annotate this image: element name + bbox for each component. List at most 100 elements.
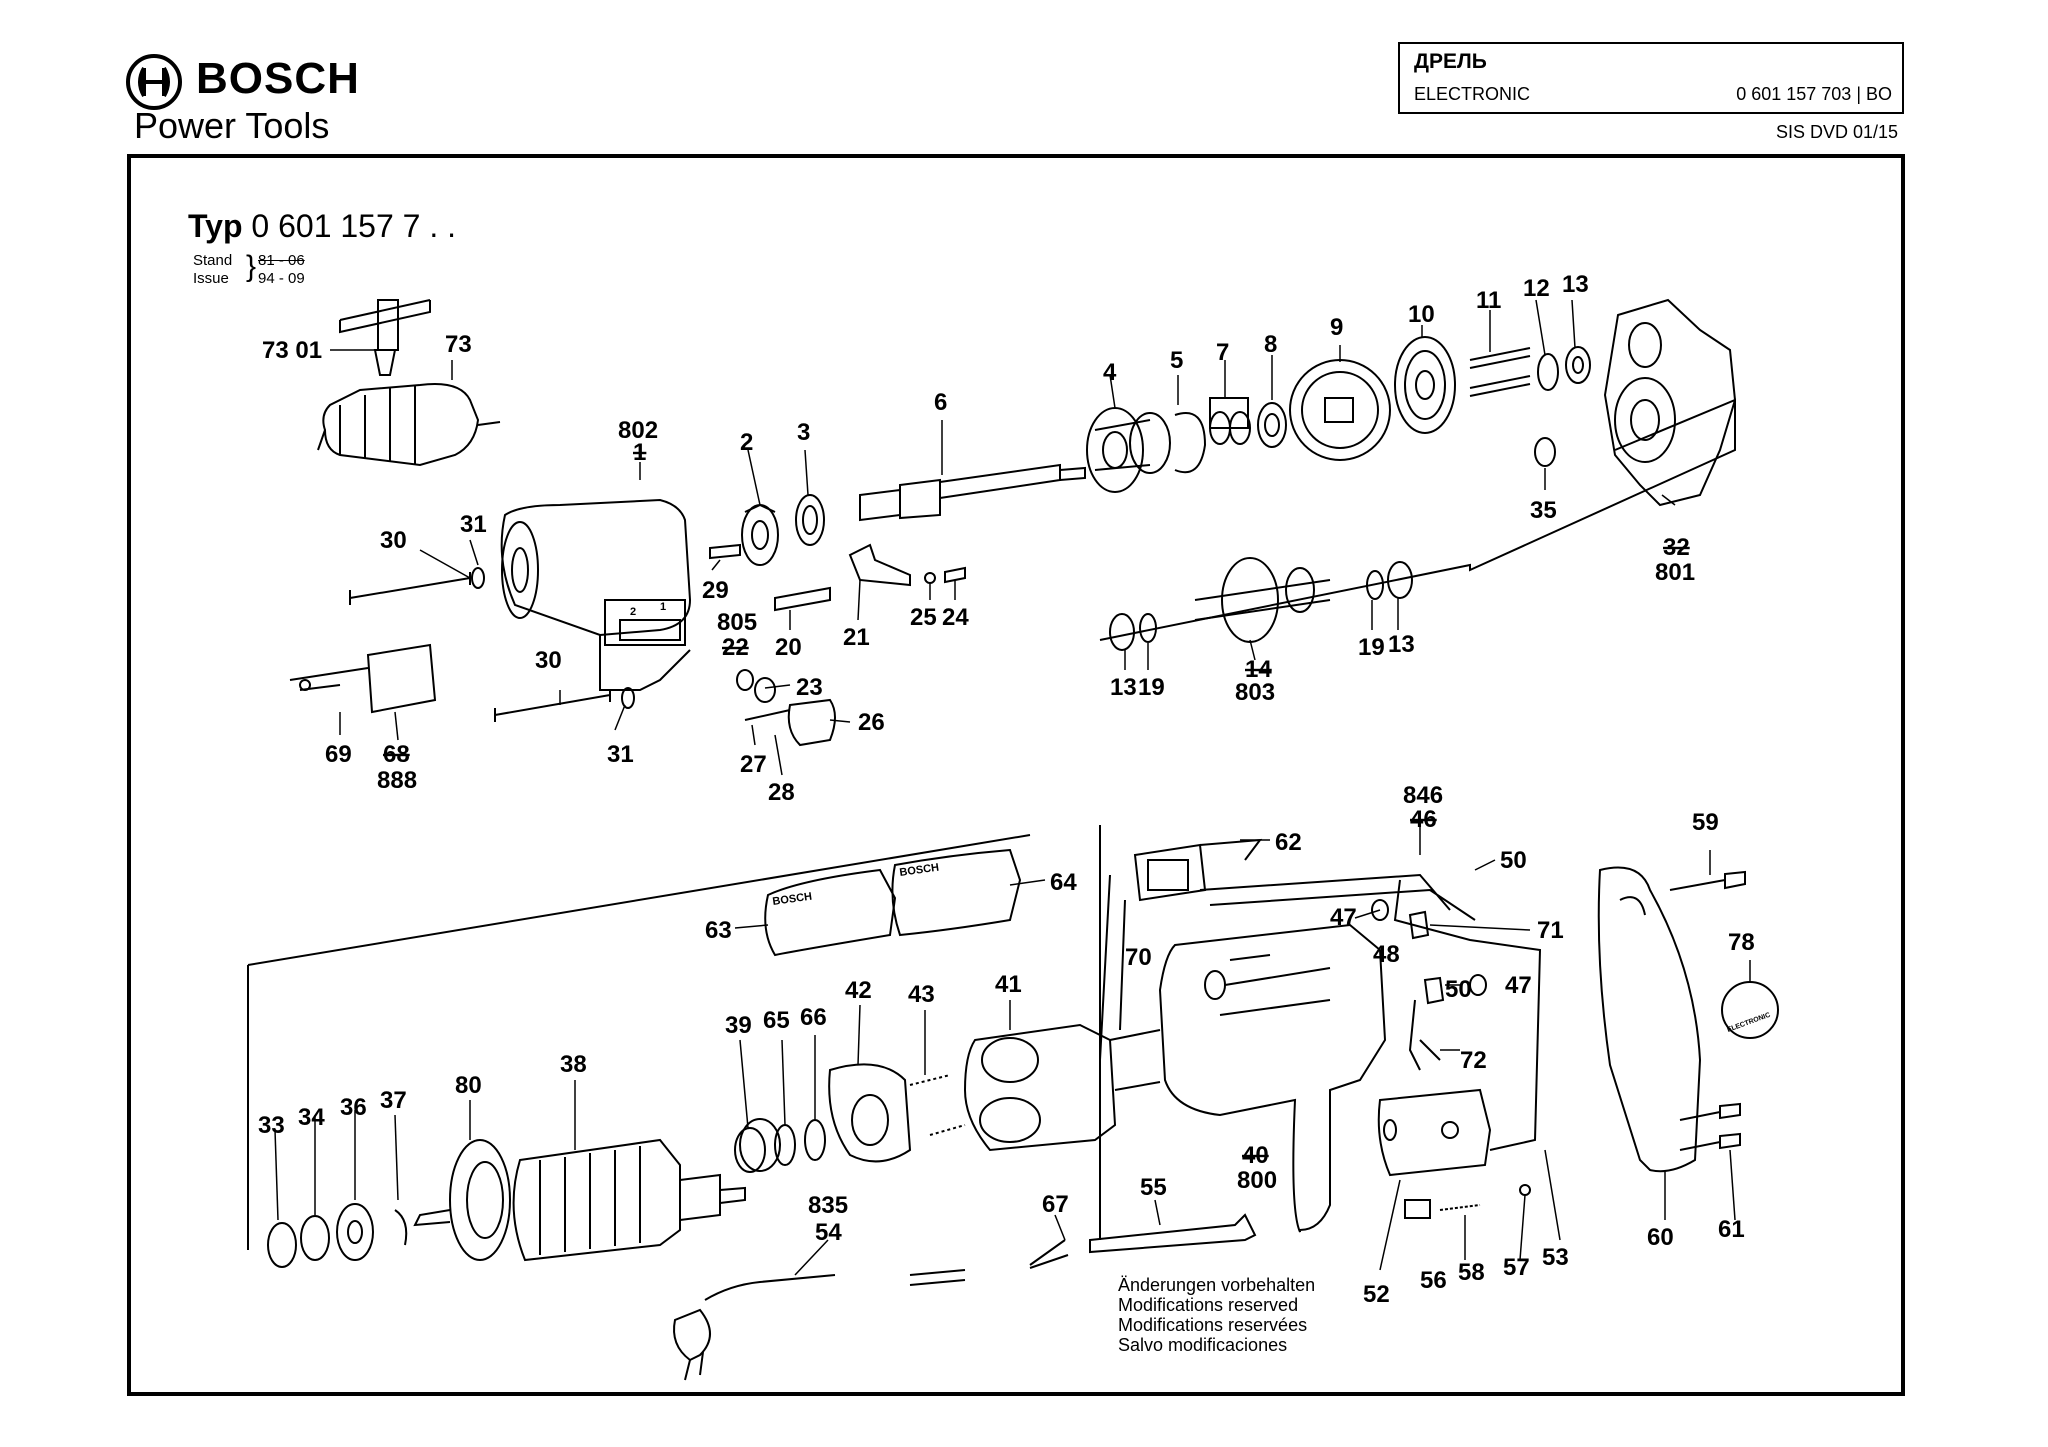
spring-58 [1439,1204,1481,1211]
baffle-42 [828,1063,912,1163]
gear-9 [1289,359,1391,461]
callout-42: 42 [845,977,872,1004]
pin-29 [709,543,741,560]
issue-value: 94 - 09 [258,270,305,287]
capacitor-56 [1404,1199,1431,1219]
switch-box-62 [1133,838,1263,902]
tool-name-en: ELECTRONIC [1414,84,1531,104]
callout-78: 78 [1728,929,1755,956]
callout-6: 6 [934,389,947,416]
callout-31-upper: 31 [460,511,487,538]
notice-en: Modifications reserved [1118,1295,1299,1315]
callout-50-mid: 50 [1445,976,1472,1003]
callout-802: 802 [618,417,658,444]
callout-13-lower-right: 13 [1388,631,1415,658]
callout-65: 65 [763,1007,790,1034]
knob-26 [787,698,836,747]
callout-48: 48 [1373,941,1400,968]
brand-name: BOSCH [196,54,360,103]
screw-57 [1519,1184,1531,1196]
lower-group-outline [247,825,1101,1250]
armature-38 [512,1138,746,1262]
callout-37: 37 [380,1087,407,1114]
washer-12 [1537,353,1559,391]
issue-label: Issue [193,270,229,287]
typ-header: Typ 0 601 157 7 . . [188,208,456,244]
callout-801: 801 [1655,559,1695,586]
washer-8 [1257,402,1287,448]
badge-78-text: ELECTRONIC [1726,1012,1771,1034]
callout-31-lower: 31 [607,741,634,768]
callout-60: 60 [1647,1224,1674,1251]
stand-labels: Stand Issue [193,252,232,288]
modifications-notice: Änderungen vorbehalten Modifications res… [1118,1275,1315,1355]
callout-800: 800 [1237,1167,1277,1194]
callout-21: 21 [843,624,870,651]
spring-11 [1469,347,1531,397]
callout-69: 69 [325,741,352,768]
ring-65 [774,1124,796,1166]
ball-bearing-4 [1086,407,1171,493]
brace: } [246,250,257,283]
fan-80 [413,1139,511,1261]
callout-26: 26 [858,709,885,736]
callout-20: 20 [775,634,802,661]
screw-59 [1669,870,1746,891]
callout-54: 54 [815,1219,842,1246]
plate-63-text: BOSCH [772,891,813,908]
callout-57: 57 [1503,1254,1530,1281]
plate-64-text: BOSCH [899,862,940,879]
callout-62: 62 [1275,829,1302,856]
gear-10 [1394,336,1456,434]
callout-53: 53 [1542,1244,1569,1271]
callout-35: 35 [1530,497,1557,524]
callout-25: 25 [910,604,937,631]
callout-3: 3 [797,419,810,446]
screw-61-b [1679,1132,1741,1151]
brand-subtitle: Power Tools [134,105,330,146]
callout-30-lower: 30 [535,647,562,674]
callout-13-top: 13 [1562,271,1589,298]
callout-labels: 73 01 73 802 1 2 3 6 4 5 7 8 9 10 11 12 … [258,271,1755,1308]
part-number: 0 601 157 703 | BO [1736,84,1892,104]
callout-71: 71 [1537,917,1564,944]
callout-33: 33 [258,1112,285,1139]
callout-64: 64 [1050,869,1077,896]
callout-73: 73 [445,331,472,358]
drill-chuck [317,299,501,467]
bearing-39 [734,1127,766,1173]
diagram-frame [127,154,1905,1396]
callout-47-top: 47 [1330,904,1357,931]
callout-10: 10 [1408,301,1435,328]
handle-cover-60 [1597,866,1702,1173]
bearing-36 [336,1203,374,1261]
callout-19-lower-left: 19 [1138,674,1165,701]
callout-68: 68 [383,741,410,768]
spring-43 [909,1074,966,1136]
callout-61: 61 [1718,1216,1745,1243]
spring-27 [744,709,791,721]
callout-5: 5 [1170,347,1183,374]
callout-36: 36 [340,1094,367,1121]
field-coil-41 [963,1023,1161,1152]
callout-67: 67 [1042,1191,1069,1218]
circlip-5 [1174,412,1207,474]
callout-12: 12 [1523,275,1550,302]
callout-8: 8 [1264,331,1277,358]
notice-de: Änderungen vorbehalten [1118,1275,1316,1295]
callout-80: 80 [455,1072,482,1099]
callout-38: 38 [560,1051,587,1078]
callout-888: 888 [377,767,417,794]
callout-58: 58 [1458,1259,1485,1286]
callout-19-lower-right: 19 [1358,634,1385,661]
washer-47 [1371,899,1389,921]
callout-28: 28 [768,779,795,806]
bearing-13-lower-right [1387,561,1413,599]
nameplate-63 [764,868,897,957]
pinion-shaft-803 [1194,557,1331,643]
washer-34 [300,1215,330,1261]
wiring [1099,873,1542,1151]
callout-835: 835 [808,1192,848,1219]
lever-21 [848,543,911,587]
